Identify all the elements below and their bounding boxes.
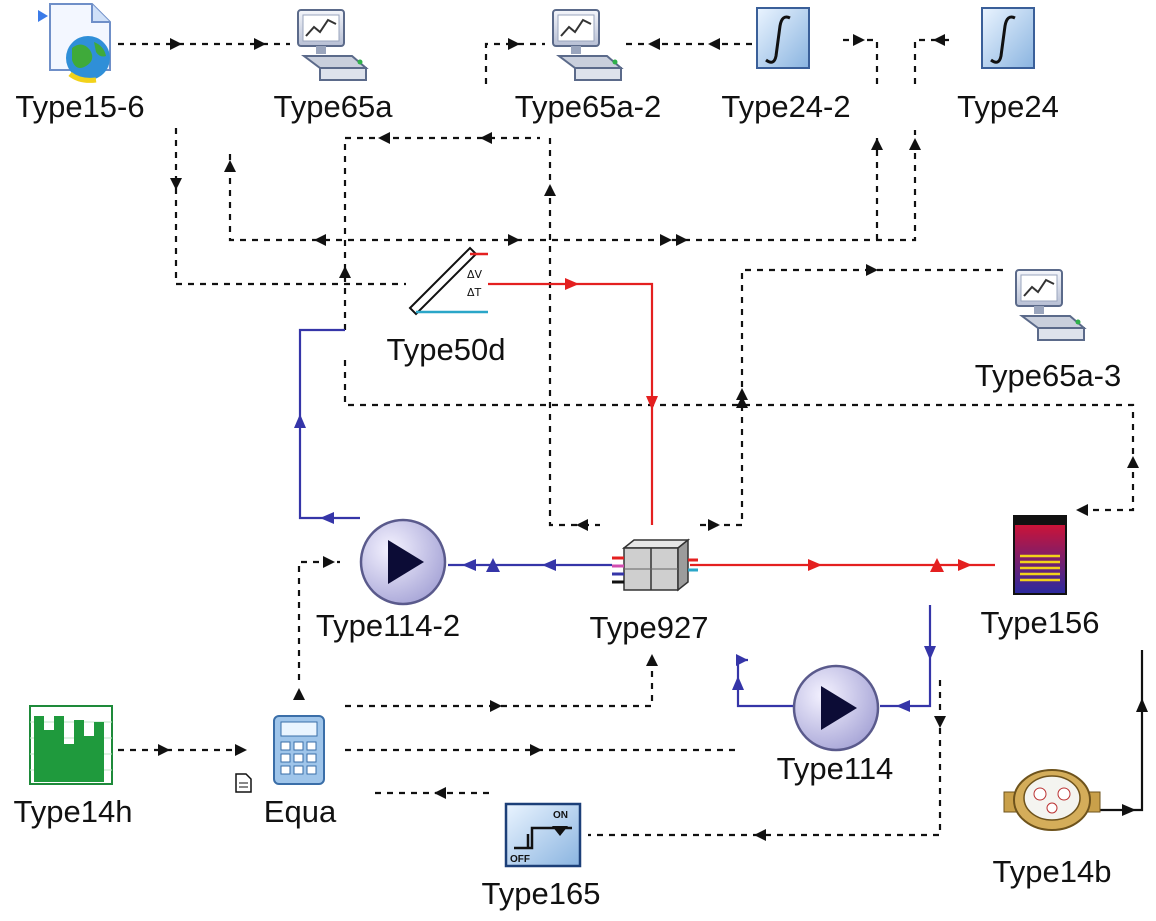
link-type24-2-loop xyxy=(843,38,879,84)
weather-data-file-icon[interactable] xyxy=(38,3,111,83)
cold-line-type114-out xyxy=(736,658,795,708)
svg-text:ΔV: ΔV xyxy=(467,268,483,281)
label-type14h: Type14h xyxy=(14,794,133,829)
label-type156: Type156 xyxy=(981,605,1100,640)
svg-text:OFF: OFF xyxy=(510,854,530,865)
label-type114: Type114 xyxy=(777,751,894,786)
integrator-icon[interactable] xyxy=(756,7,810,69)
svg-text:ΔT: ΔT xyxy=(467,286,482,299)
link-collector-to-plot-bus xyxy=(228,130,917,242)
link-inner-return xyxy=(548,138,600,527)
online-plotter-icon[interactable] xyxy=(297,9,369,81)
label-type50d: Type50d xyxy=(387,332,506,367)
label-type927: Type927 xyxy=(590,610,709,645)
svg-text:ON: ON xyxy=(553,810,568,821)
solar-collector-icon[interactable]: ΔV ΔT xyxy=(408,246,488,316)
label-type65a-2: Type65a-2 xyxy=(515,89,662,124)
link-type15-6-to-type50d xyxy=(174,128,406,286)
label-type65a-3: Type65a-3 xyxy=(975,358,1122,393)
label-type14b: Type14b xyxy=(993,854,1112,889)
label-type15-6: Type15-6 xyxy=(15,89,144,124)
component-labels: Type15-6 Type65a Type65a-2 Type24-2 Type… xyxy=(14,89,1122,911)
link-upper-bus xyxy=(343,136,540,330)
pump-icon[interactable] xyxy=(359,518,447,606)
label-type165: Type165 xyxy=(482,876,601,911)
cold-line-type156-to-type114 xyxy=(880,605,932,708)
supply-line-type14b-to-type156 xyxy=(1100,650,1144,812)
online-plotter-icon[interactable] xyxy=(552,9,624,81)
heat-pump-icon[interactable] xyxy=(612,538,698,592)
label-type24-2: Type24-2 xyxy=(721,89,850,124)
hot-line-collector-to-type927 xyxy=(488,282,654,525)
document-note-icon xyxy=(235,773,252,793)
link-type156-to-type165 xyxy=(588,680,942,837)
pump-icon[interactable] xyxy=(792,664,880,752)
control-link-arrows xyxy=(158,34,1139,841)
integrator-icon[interactable] xyxy=(981,7,1035,69)
link-equa-to-type927 xyxy=(345,655,654,708)
online-plotter-icon[interactable] xyxy=(1015,269,1087,341)
link-type24-loop xyxy=(913,38,955,84)
link-to-type65a-2-left xyxy=(484,42,545,84)
storage-tank-icon[interactable] xyxy=(1013,515,1067,595)
water-meter-icon[interactable] xyxy=(1003,769,1101,831)
label-type114-2: Type114-2 xyxy=(316,608,460,643)
fluid-arrows xyxy=(294,278,1148,816)
label-equa: Equa xyxy=(264,794,337,829)
calculator-icon[interactable] xyxy=(273,715,325,785)
label-type24: Type24 xyxy=(957,89,1059,124)
label-type65a: Type65a xyxy=(274,89,394,124)
forcing-function-icon[interactable] xyxy=(29,705,113,785)
link-mid-bus xyxy=(343,360,1135,512)
on-off-controller-icon[interactable]: ON OFF xyxy=(504,802,582,868)
cold-line-type114-2-to-collector xyxy=(298,328,360,520)
control-links xyxy=(118,38,1135,837)
